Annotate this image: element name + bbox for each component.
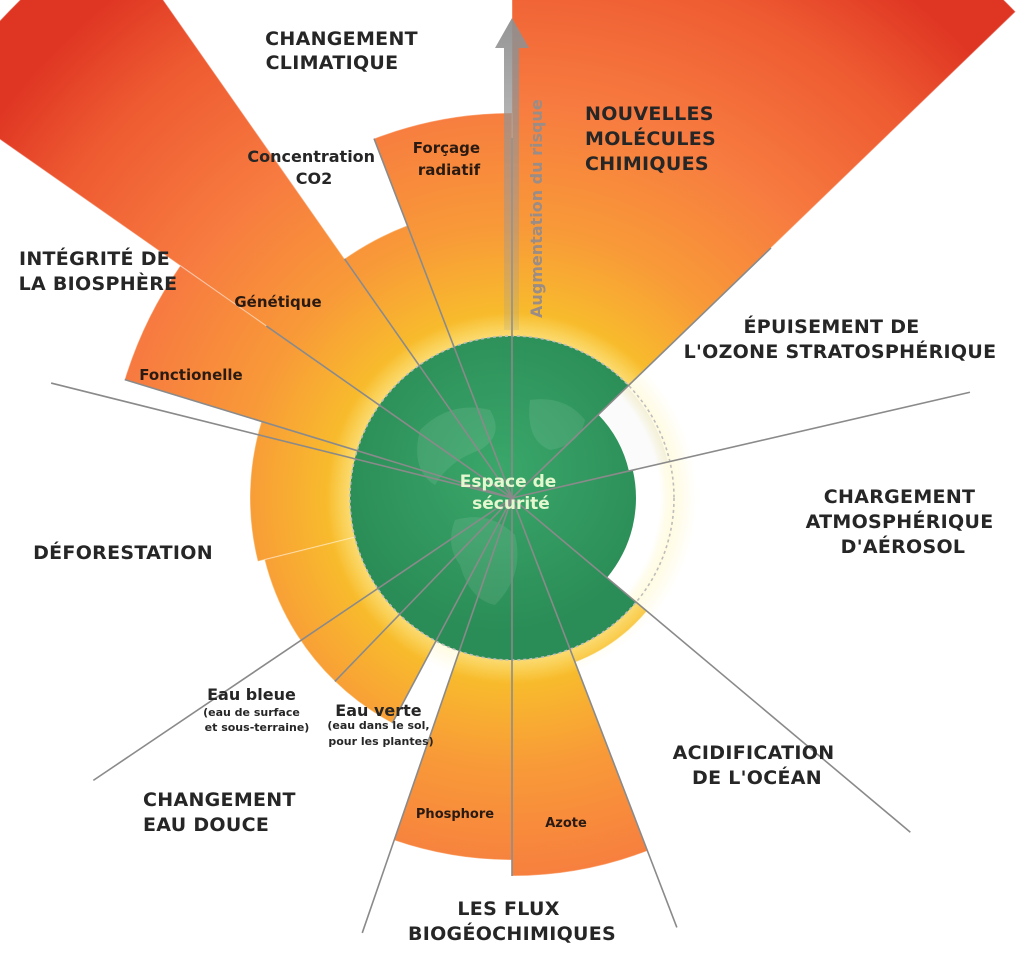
sector-divider-line — [124, 378, 513, 499]
sector-divider-line — [373, 138, 513, 499]
label-land-system-change: DÉFORESTATION — [33, 541, 213, 564]
label-biogeochemical-flows: LES FLUX BIOGÉOCHIMIQUES — [408, 898, 616, 945]
label-nitrogen: Azote — [545, 816, 587, 831]
safe-zone-sector — [512, 498, 571, 660]
label-aerosol-loading: CHARGEMENT ATMOSPHÉRIQUE D'AÉROSOL — [806, 486, 1001, 558]
sector-divider-line — [511, 497, 678, 928]
sector-dividers — [50, 138, 971, 934]
label-novel-entities: NOUVELLES MOLÉCULES CHIMIQUES — [585, 103, 723, 175]
label-functional-diversity: Fonctionelle — [139, 366, 242, 384]
sector-divider-line — [511, 247, 772, 499]
sector-divider-line — [511, 497, 911, 833]
safe-zone-sector — [349, 336, 512, 652]
sector-divider-line — [265, 325, 513, 499]
risk-arrow — [495, 18, 529, 330]
label-radiative-forcing: Forçage radiatif — [413, 139, 486, 179]
safe-zone-sector — [512, 498, 637, 650]
safe-zone-sector — [512, 470, 636, 578]
continent-shape — [529, 399, 585, 450]
label-genetic-diversity: Génétique — [234, 293, 321, 311]
safe-operating-space — [349, 336, 637, 660]
label-co2-concentration: Concentration CO2 — [247, 147, 380, 188]
label-climate-change: CHANGEMENT CLIMATIQUE — [265, 28, 425, 74]
sector-divider-line — [391, 497, 513, 724]
label-biosphere-integrity: INTÉGRITÉ DE LA BIOSPHÈRE — [19, 247, 178, 295]
label-blue-water: Eau bleue (eau de surface et sous-terrai… — [203, 685, 309, 734]
label-ozone-depletion: ÉPUISEMENT DE L'OZONE STRATOSPHÉRIQUE — [684, 315, 997, 363]
safe-zone-sector — [512, 336, 629, 498]
label-freshwater-change: CHANGEMENT EAU DOUCE — [143, 789, 303, 836]
sector-divider-line — [334, 497, 513, 682]
risk-axis-label: Augmentation du risque — [527, 99, 546, 318]
label-green-water: Eau verte (eau dans le sol, pour les pla… — [327, 701, 434, 748]
label-phosphorus: Phosphore — [416, 807, 494, 822]
sector-divider-line — [361, 497, 513, 934]
sector-divider-line — [343, 258, 513, 499]
sector-divider-line — [50, 382, 513, 499]
label-ocean-acidification: ACIDIFICATION DE L'OCÉAN — [673, 742, 842, 789]
continent-shape — [417, 407, 496, 485]
sector-divider-line — [92, 497, 513, 782]
sector-divider-line — [511, 391, 971, 499]
center-label: Espace de sécurité — [460, 472, 563, 514]
